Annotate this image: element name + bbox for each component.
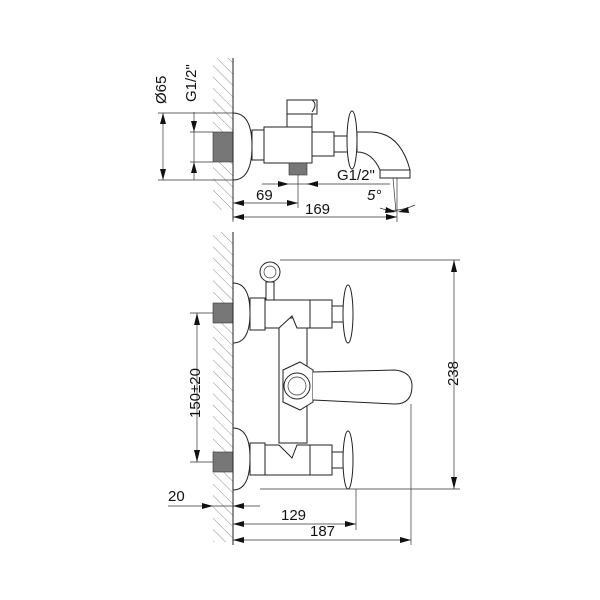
dim-angle: 5° xyxy=(367,187,381,204)
valve-body xyxy=(263,126,313,164)
upper-escutcheon xyxy=(232,282,251,344)
dim-outlet-thread: G1/2" xyxy=(337,167,375,184)
handle-wheel xyxy=(346,110,358,170)
dim-diameter: Ø65 xyxy=(153,76,170,104)
front-wall-hatch xyxy=(213,232,233,542)
upper-inlet-thread xyxy=(212,302,234,324)
spout xyxy=(356,131,411,171)
dim-150: 150±20 xyxy=(187,368,204,418)
nut xyxy=(251,129,265,161)
outlet-thread xyxy=(288,162,308,176)
lower-inlet-thread xyxy=(212,451,234,473)
dim-187: 187 xyxy=(310,523,335,540)
diverter-knob xyxy=(286,99,318,115)
shower-holder xyxy=(259,261,281,283)
front-spout xyxy=(312,369,413,405)
dim-238: 238 xyxy=(445,361,462,386)
inlet-thread xyxy=(212,131,234,163)
dim-inlet-thread: G1/2" xyxy=(183,64,200,102)
dim-69: 69 xyxy=(256,187,273,204)
front-view: 238 150±20 20 129 187 xyxy=(168,232,462,545)
lower-handle-wheel xyxy=(342,430,354,490)
dim-169: 169 xyxy=(305,201,330,218)
upper-handle-wheel xyxy=(342,284,354,344)
upper-nut xyxy=(249,297,266,331)
lower-nut xyxy=(249,442,266,476)
dim-129: 129 xyxy=(281,507,306,524)
escutcheon xyxy=(232,112,253,181)
dim-20: 20 xyxy=(168,488,185,505)
lower-escutcheon xyxy=(232,427,251,491)
spout-aerator xyxy=(379,169,411,179)
side-view: Ø65 G1/2" G1/2" 69 169 5° xyxy=(153,58,416,222)
